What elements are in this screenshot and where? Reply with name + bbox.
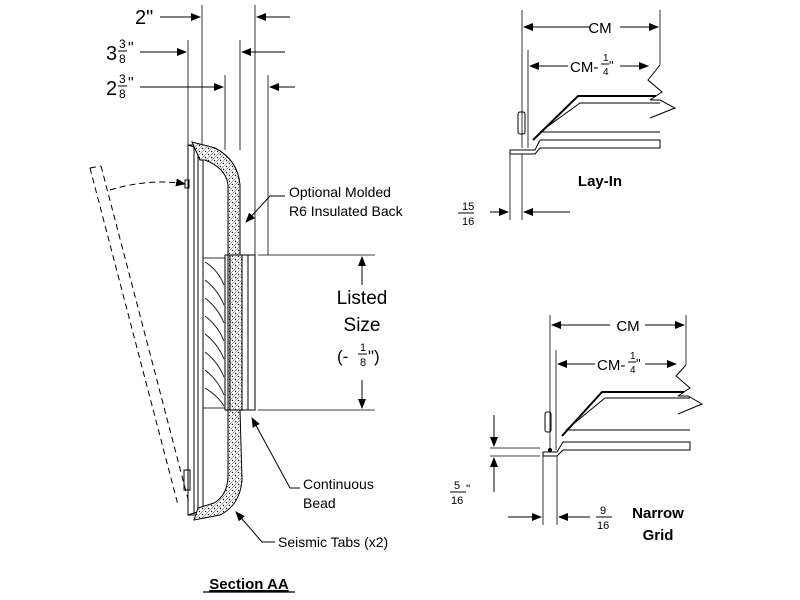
narrow-gap-horizontal: 9 16 [596, 505, 612, 532]
dim-numerator: 3 [119, 72, 126, 86]
cm-prefix: CM- [570, 59, 598, 76]
narrow-grid-drawing [490, 315, 704, 525]
tee-bar [509, 139, 661, 155]
tol-suffix: ") [368, 347, 380, 366]
gap-denominator: 16 [451, 495, 463, 507]
panel-face [561, 391, 684, 437]
lay-in-cm-minus: CM- 1 4 " [570, 53, 614, 78]
dim-whole: 3 [106, 43, 117, 65]
callout-bead-line1: Continuous [303, 476, 374, 492]
narrow-cm-minus: CM- 1 4 " [597, 351, 641, 376]
insulated-back [191, 141, 243, 521]
gap-numerator: 5 [454, 480, 460, 492]
cm-numerator: 1 [603, 53, 609, 64]
lay-in-drawing [490, 10, 677, 220]
lay-in-gap: 15 16 [458, 201, 474, 228]
tol-numerator: 1 [360, 342, 366, 354]
gap-numerator: 15 [462, 201, 474, 213]
dim-unit: " [128, 40, 134, 57]
dim-2-inch: 2" [135, 7, 153, 29]
tol-prefix: (- [337, 347, 348, 366]
leader-line-back [245, 195, 285, 223]
dim-2-3-8: 2 3 8 " [106, 72, 134, 101]
gap-denominator: 16 [597, 520, 609, 532]
cm-prefix: CM- [597, 357, 625, 374]
narrow-gap-vertical: 5 16 " [450, 480, 470, 507]
gap-numerator: 9 [600, 505, 606, 517]
leader-line-tabs [235, 511, 275, 543]
dim-numerator: 3 [119, 37, 126, 51]
gap-suffix: " [466, 482, 470, 496]
lay-in-cm: CM [588, 20, 611, 37]
cm-numerator: 1 [630, 351, 636, 362]
narrow-grid-title-line1: Narrow [632, 505, 684, 522]
cm-suffix: " [636, 356, 641, 371]
cm-denominator: 4 [630, 365, 636, 376]
callout-back-line2: R6 Insulated Back [289, 203, 404, 219]
damper-blades [202, 257, 226, 409]
callout-seismic-tabs: Seismic Tabs (x2) [278, 534, 388, 550]
narrow-tee [542, 441, 691, 457]
dim-unit: " [128, 75, 134, 92]
dim-3-3-8: 3 3 8 " [106, 37, 134, 66]
narrow-cm: CM [616, 318, 639, 335]
tol-denominator: 8 [360, 357, 366, 369]
dim-denominator: 8 [119, 87, 126, 101]
section-aa-drawing [89, 5, 375, 543]
lay-in-title: Lay-In [578, 173, 622, 190]
panel-frame [183, 144, 204, 516]
cm-denominator: 4 [603, 67, 609, 78]
panel-face [532, 95, 656, 141]
callout-back-line1: Optional Molded [289, 184, 391, 200]
listed-size-tolerance: (- 1 8 ") [337, 342, 380, 369]
gap-denominator: 16 [462, 216, 474, 228]
dim-denominator: 8 [119, 52, 126, 66]
cm-suffix: " [609, 58, 614, 73]
leader-line-bead [251, 417, 300, 489]
section-aa-title: Section AA [209, 576, 289, 593]
dim-whole: 2 [106, 78, 117, 100]
listed-size-line2: Size [344, 315, 381, 336]
open-panel-dashed [89, 165, 190, 506]
callout-bead-line2: Bead [303, 495, 336, 511]
narrow-grid-title-line2: Grid [643, 527, 674, 544]
listed-size-line1: Listed [337, 288, 388, 309]
